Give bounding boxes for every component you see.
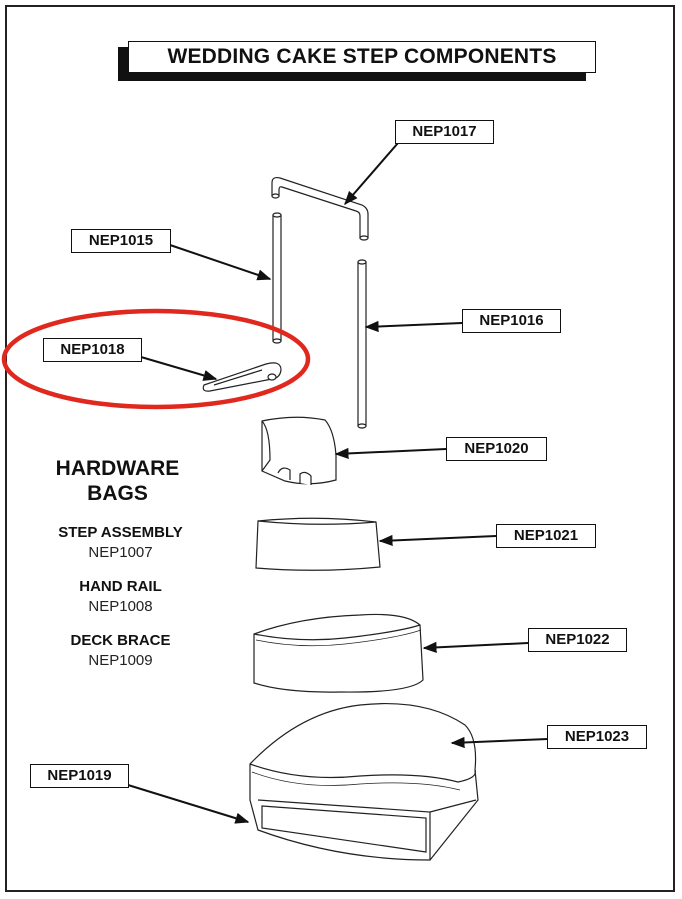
- hardware-item-name: STEP ASSEMBLY: [58, 524, 183, 541]
- hardware-item-name: DECK BRACE: [70, 632, 171, 649]
- leader-arrow-nep1019: [127, 784, 250, 824]
- page-title: WEDDING CAKE STEP COMPONENTS: [128, 41, 596, 73]
- hardware-item-code: NEP1007: [88, 544, 153, 561]
- hardware-item-code: NEP1008: [88, 598, 153, 615]
- hardware-item-name: HAND RAIL: [79, 578, 162, 595]
- label-nep1020: NEP1020: [446, 437, 547, 461]
- label-nep1019: NEP1019: [30, 764, 129, 788]
- hardware-heading-line1: HARDWARE: [55, 457, 180, 480]
- base-step-part: [249, 702, 479, 861]
- hardware-heading: HARDWARE BAGS: [30, 456, 205, 506]
- left-post-part: [272, 212, 282, 344]
- top-step-part: [261, 416, 337, 485]
- label-nep1022: NEP1022: [528, 628, 627, 652]
- label-nep1023: NEP1023: [547, 725, 647, 749]
- leader-arrow-nep1023: [450, 736, 549, 749]
- right-post-part: [357, 259, 367, 429]
- leader-arrow-nep1018: [140, 356, 218, 381]
- leader-arrow-nep1022: [422, 641, 529, 653]
- deck-brace-part: [202, 362, 282, 392]
- leader-arrow-nep1017: [344, 142, 399, 206]
- page-border: [5, 5, 675, 892]
- hardware-item-code: NEP1009: [88, 652, 153, 669]
- third-step-part: [253, 613, 424, 693]
- hardware-heading-line2: BAGS: [87, 482, 148, 505]
- label-nep1016: NEP1016: [462, 309, 561, 333]
- leader-arrow-nep1020: [334, 447, 447, 460]
- leader-arrows: [127, 142, 549, 824]
- label-nep1018: NEP1018: [43, 338, 142, 362]
- handrail-top-part: [271, 176, 369, 241]
- label-nep1015: NEP1015: [71, 229, 171, 253]
- leader-arrow-nep1021: [378, 534, 497, 547]
- highlight-ellipse: [1, 308, 311, 410]
- label-nep1017: NEP1017: [395, 120, 494, 144]
- label-nep1021: NEP1021: [496, 524, 596, 548]
- leader-arrow-nep1016: [364, 320, 463, 333]
- second-step-part: [255, 517, 381, 571]
- leader-arrow-nep1015: [169, 244, 272, 281]
